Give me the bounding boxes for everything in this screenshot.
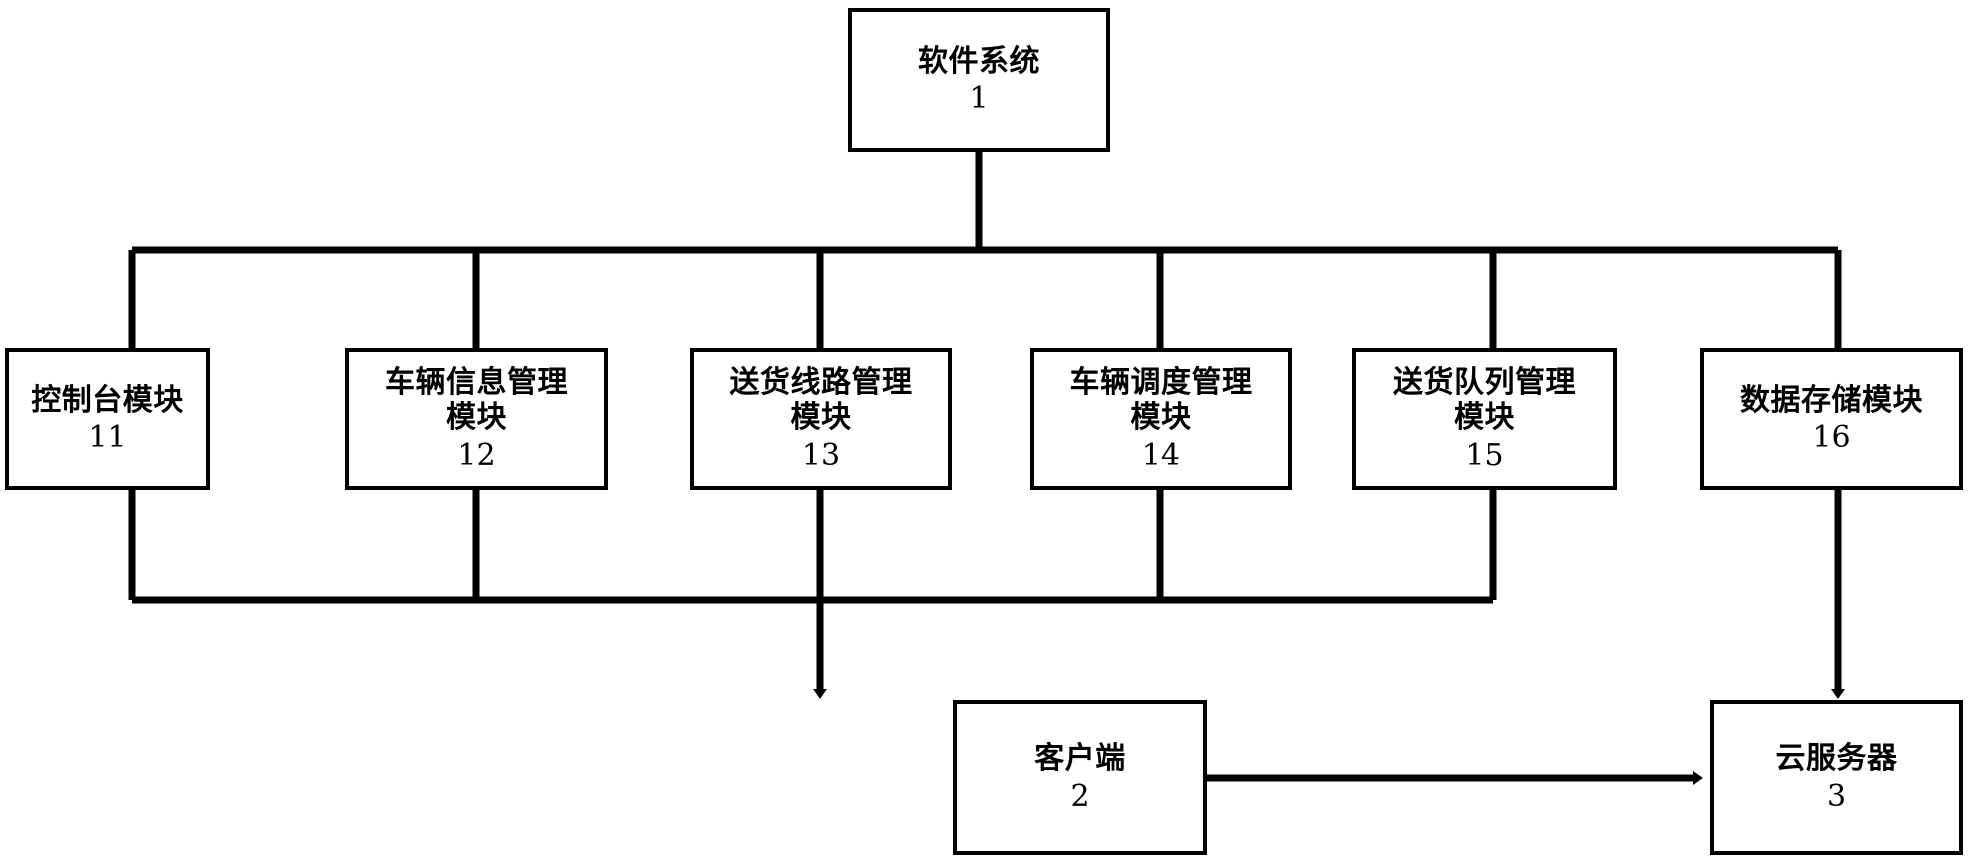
node-vehicle-info-management-module[interactable]: 车辆信息管理 模块 12 (345, 348, 608, 490)
node-reference-number: 14 (1141, 437, 1181, 473)
node-reference-number: 12 (457, 437, 496, 473)
node-console-module[interactable]: 控制台模块 11 (5, 348, 210, 490)
node-data-storage-module[interactable]: 数据存储模块 16 (1700, 348, 1963, 490)
node-title: 云服务器 (1775, 741, 1898, 777)
node-reference-number: 13 (801, 437, 841, 473)
node-reference-number: 16 (1812, 420, 1851, 455)
node-title: 软件系统 (918, 43, 1040, 79)
node-title: 送货队列管理 模块 (1393, 364, 1576, 436)
node-reference-number: 11 (88, 420, 127, 455)
node-title: 车辆调度管理 模块 (1069, 364, 1253, 436)
node-delivery-queue-management-module[interactable]: 送货队列管理 模块 15 (1352, 348, 1617, 490)
node-client[interactable]: 客户端 2 (953, 700, 1207, 855)
node-software-system[interactable]: 软件系统 1 (848, 8, 1110, 152)
node-title: 数据存储模块 (1740, 382, 1923, 418)
node-title: 客户端 (1034, 741, 1126, 777)
node-reference-number: 15 (1465, 437, 1504, 473)
node-reference-number: 1 (969, 81, 989, 116)
node-title: 送货线路管理 模块 (729, 364, 913, 436)
node-reference-number: 2 (1070, 778, 1090, 814)
node-reference-number: 3 (1826, 778, 1847, 814)
node-vehicle-dispatch-management-module[interactable]: 车辆调度管理 模块 14 (1030, 348, 1292, 490)
node-title: 车辆信息管理 模块 (385, 364, 568, 436)
node-cloud-server[interactable]: 云服务器 3 (1710, 700, 1963, 855)
node-delivery-route-management-module[interactable]: 送货线路管理 模块 13 (690, 348, 952, 490)
node-title: 控制台模块 (31, 382, 184, 418)
